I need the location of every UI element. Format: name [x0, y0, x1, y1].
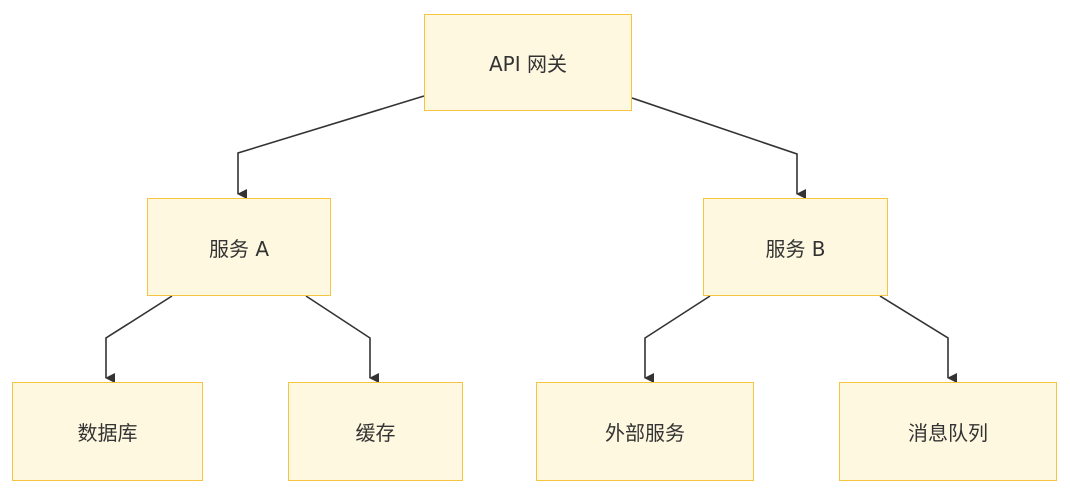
node-label: 服务 B	[765, 236, 826, 261]
edge-gateway-to-service-a	[237, 95, 425, 199]
node-service-a: 服务 A	[147, 198, 331, 296]
edge-service-b-to-external-service	[644, 295, 711, 383]
edge-gateway-to-service-b	[631, 97, 806, 199]
node-label: API 网关	[489, 52, 567, 76]
node-label: 外部服务	[605, 421, 685, 445]
node-external-service: 外部服务	[536, 382, 754, 481]
node-label: 服务 A	[208, 236, 270, 261]
node-api-gateway: API 网关	[424, 14, 632, 111]
node-cache: 缓存	[288, 382, 463, 481]
node-label: 缓存	[355, 421, 396, 445]
edge-service-a-to-database	[105, 295, 173, 383]
node-message-queue: 消息队列	[839, 382, 1057, 481]
edge-service-a-to-cache	[305, 295, 379, 383]
node-database: 数据库	[12, 382, 203, 481]
edge-service-b-to-message-queue	[879, 295, 957, 383]
node-service-b: 服务 B	[703, 198, 888, 296]
node-label: 消息队列	[908, 421, 988, 445]
node-label: 数据库	[77, 421, 138, 445]
